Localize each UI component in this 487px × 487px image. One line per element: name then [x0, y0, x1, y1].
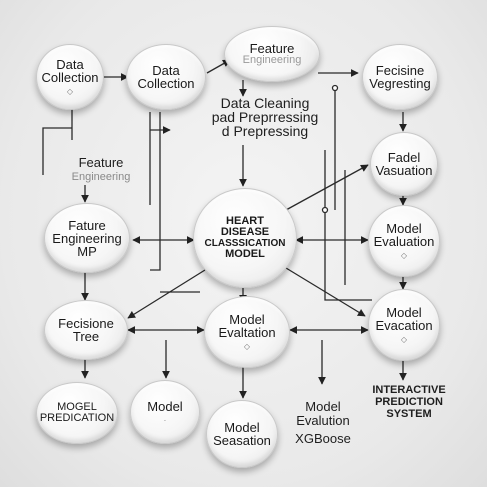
node-fecisine-vegresting[interactable]: Fecisine Vegresting: [362, 44, 438, 110]
label-line: Data Cleaning: [220, 95, 310, 111]
node-label: Data: [56, 57, 84, 72]
label-line: XGBoose: [295, 431, 351, 446]
edge-heart-ft: [127, 269, 206, 319]
label-model-evalution-xgboost: Model Evalution XGBoose: [282, 400, 364, 446]
node-label: Tree: [72, 329, 100, 344]
node-data-collection-1[interactable]: Data Collection ◇: [36, 44, 104, 110]
node-data-collection-2[interactable]: Data Collection: [126, 44, 206, 110]
node-label: Model: [147, 398, 183, 414]
node-model-evacation[interactable]: Model Evacation ◇: [368, 289, 440, 361]
node-label: Feature: [249, 41, 295, 56]
label-line: pad Preprressing: [211, 109, 319, 125]
label-line: INTERACTIVE: [372, 384, 446, 396]
node-label: MP: [77, 243, 97, 259]
node-label: Fature: [68, 217, 106, 233]
edge-left-loop: [42, 127, 72, 175]
label-line: Feature: [78, 155, 124, 170]
node-model-evaluation-right[interactable]: Model Evaluation ◇: [368, 205, 440, 277]
node-model-predication[interactable]: MOGEL PREDICATION: [36, 382, 118, 444]
label-feature-engineering: Feature Engineering: [56, 156, 146, 184]
node-label: Model: [229, 312, 265, 327]
edge-heart-fadel: [285, 164, 369, 211]
node-label: Vegresting: [369, 76, 431, 91]
diamond-icon: ◇: [400, 335, 408, 344]
node-label: PREDICATION: [39, 412, 115, 424]
node-model-small[interactable]: Model ·: [130, 380, 200, 444]
label-line: Model: [305, 399, 341, 414]
node-feature-engineering-top[interactable]: Feature Engineering: [224, 26, 320, 82]
label-line: d Prepressing: [221, 123, 309, 139]
node-label: DISEASE: [220, 226, 270, 238]
label-line: SYSTEM: [386, 408, 432, 420]
node-feature-engineering-mp[interactable]: Fature Engineering MP: [44, 203, 130, 273]
node-label: Collection: [41, 70, 99, 85]
node-label: Evaluation: [373, 234, 435, 249]
node-label: CLASSSICATION: [204, 238, 286, 249]
node-heart-disease-model[interactable]: HEART DISEASE CLASSSICATION MODEL: [193, 188, 297, 288]
node-label: Evacation: [375, 318, 433, 333]
node-model-evaltation-center[interactable]: Model Evaltation ◇: [204, 296, 290, 368]
node-fecisione-tree[interactable]: Fecisione Tree: [44, 300, 128, 360]
node-label: Fecisione: [58, 316, 114, 331]
node-label: Seasation: [213, 433, 271, 448]
diamond-icon: ◇: [66, 87, 74, 96]
node-label: Data: [152, 63, 180, 78]
label-line: Engineering: [71, 171, 131, 183]
node-model-seasation[interactable]: Model Seasation: [206, 400, 278, 468]
label-line: PREDICTION: [375, 396, 443, 408]
node-label: Collection: [137, 76, 195, 91]
node-label: Model: [386, 305, 422, 320]
node-label: HEART: [226, 215, 264, 227]
node-label: Engineering: [242, 54, 302, 66]
dot-icon: ·: [163, 415, 167, 425]
node-label: Fecisine: [375, 63, 425, 78]
node-label: Model: [224, 420, 260, 435]
edge-dc2-long: [150, 112, 161, 271]
node-label: Engineering: [52, 230, 122, 246]
node-label: Evaltation: [218, 325, 276, 340]
edge-right-b: [324, 150, 372, 301]
diamond-icon: ◇: [400, 251, 408, 260]
label-interactive-system: INTERACTIVE PREDICTION SYSTEM: [362, 384, 456, 420]
node-label: MOGEL: [57, 401, 97, 413]
node-fadel-vasuation[interactable]: Fadel Vasuation: [370, 132, 438, 196]
node-label: Model: [386, 221, 422, 236]
node-label: Vasuation: [375, 163, 433, 178]
node-label: Fadel: [387, 150, 421, 165]
label-data-cleaning: Data Cleaning pad Preprressing d Prepres…: [200, 96, 330, 138]
node-label: MODEL: [225, 248, 265, 260]
diamond-icon: ◇: [243, 342, 251, 351]
label-line: Evalution: [296, 413, 350, 428]
